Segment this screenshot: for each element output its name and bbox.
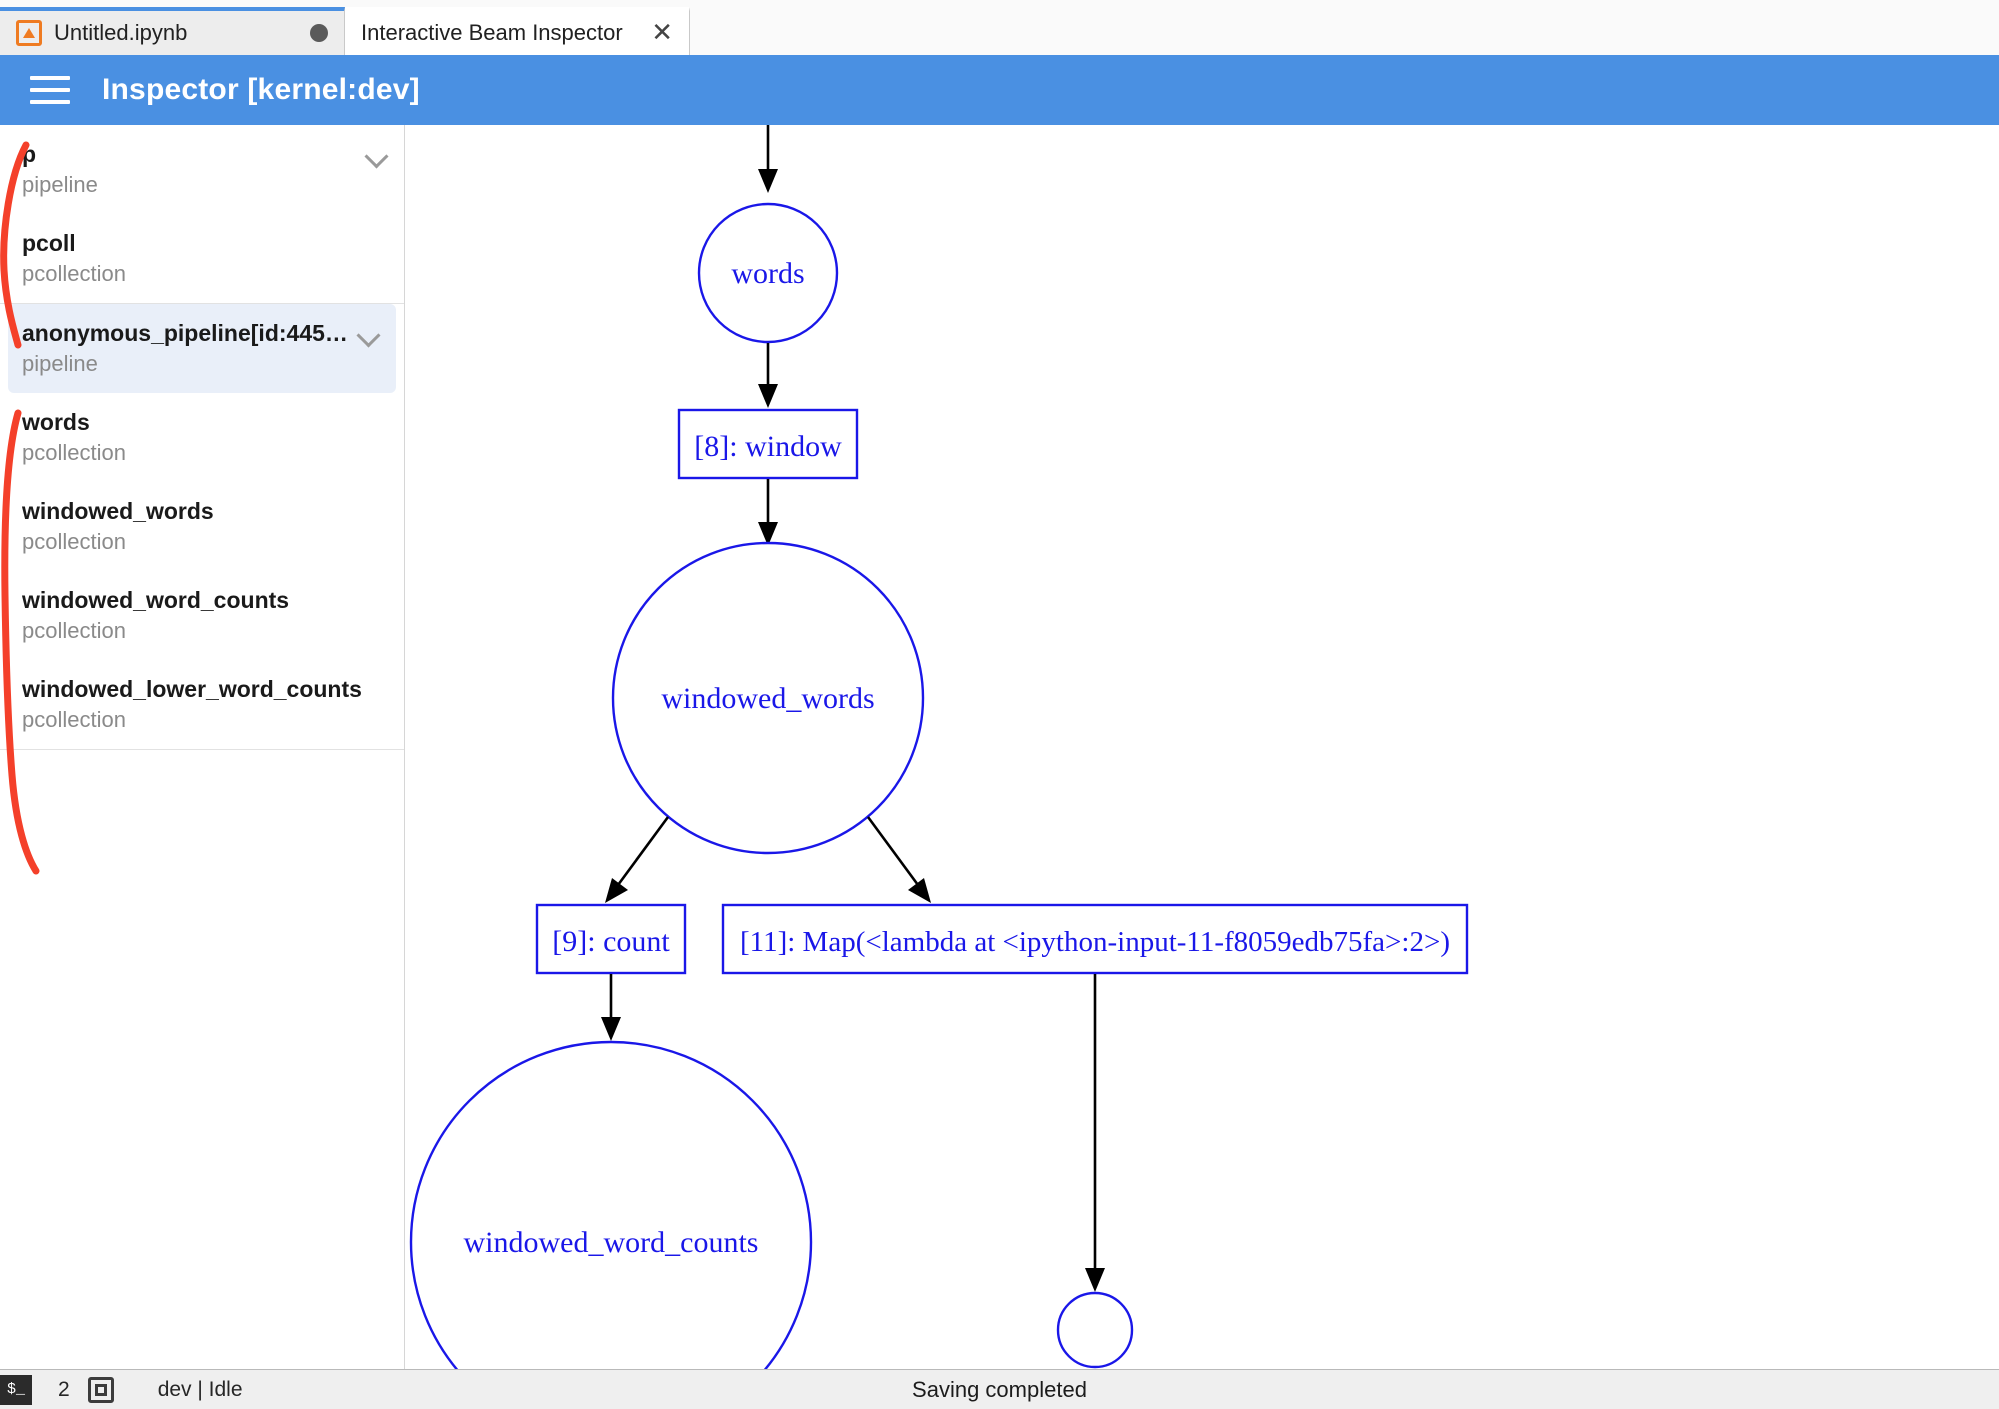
sidebar-item-label: words <box>22 409 90 435</box>
sidebar-item-type: pcollection <box>22 529 126 554</box>
graph-node-label: words <box>731 257 804 290</box>
graph-node-unnamed <box>1056 1291 1134 1369</box>
inspectables-sidebar[interactable]: p pipeline pcoll pcollection anonymous_p… <box>0 125 405 1370</box>
sidebar-item-windowed-lower-word-counts[interactable]: windowed_lower_word_counts pcollection <box>0 660 404 749</box>
graph-edge-windowed-words-count <box>605 816 670 903</box>
graph-node-map: [11]: Map(<lambda at <ipython-input-11-f… <box>721 903 1469 975</box>
sidebar-item-label: anonymous_pipeline[id:44516… <box>22 320 348 346</box>
graph-node-label: windowed_word_counts <box>464 1226 759 1259</box>
pipeline-graph-panel[interactable]: words [8]: window windowed_words <box>406 125 1999 1370</box>
sidebar-group-p: p pipeline pcoll pcollection <box>0 125 404 304</box>
cpu-chip-icon[interactable] <box>87 1376 114 1403</box>
graph-edge-windowed-words-map <box>866 816 931 903</box>
sidebar-item-anonymous-pipeline[interactable]: anonymous_pipeline[id:44516… pipeline <box>8 304 396 393</box>
sidebar-item-label: windowed_words <box>22 498 214 524</box>
sidebar-item-type: pcollection <box>22 707 126 732</box>
sidebar-item-words[interactable]: words pcollection <box>0 393 404 482</box>
sidebar-item-windowed-words[interactable]: windowed_words pcollection <box>0 482 404 571</box>
page-title: Inspector [kernel:dev] <box>102 73 420 106</box>
graph-edge-words-window <box>758 343 778 408</box>
terminal-count: 2 <box>58 1377 70 1401</box>
tab-untitled-ipynb[interactable]: Untitled.ipynb <box>0 7 345 55</box>
sidebar-item-type: pipeline <box>22 351 98 376</box>
sidebar-item-p[interactable]: p pipeline <box>0 125 404 214</box>
graph-edge-count-windowed-word-counts <box>601 974 621 1041</box>
graph-edge-map-unnamed <box>1085 974 1105 1292</box>
close-icon[interactable]: ✕ <box>651 18 673 48</box>
sidebar-item-label: p <box>22 141 37 167</box>
chevron-down-icon[interactable] <box>356 321 382 347</box>
terminal-icon[interactable]: $_ <box>0 1374 32 1405</box>
status-message: Saving completed <box>912 1376 1087 1402</box>
status-bar-left: $_ 2 dev | Idle <box>0 1374 243 1405</box>
sidebar-group-anonymous-pipeline: anonymous_pipeline[id:44516… pipeline wo… <box>0 304 404 750</box>
hamburger-icon[interactable] <box>30 76 70 104</box>
status-bar: $_ 2 dev | Idle Saving completed <box>0 1369 1999 1409</box>
unsaved-dot-icon[interactable] <box>310 24 328 42</box>
sidebar-item-type: pcollection <box>22 618 126 643</box>
graph-node-windowed-words: windowed_words <box>611 541 925 855</box>
tab-interactive-beam-inspector[interactable]: Interactive Beam Inspector ✕ <box>345 7 690 55</box>
notebook-icon <box>16 20 42 46</box>
inspector-header: Inspector [kernel:dev] <box>0 55 1999 125</box>
tab-label: Untitled.ipynb <box>54 20 188 45</box>
graph-node-label: [9]: count <box>552 925 670 958</box>
graph-node-words: words <box>697 202 839 344</box>
graph-node-window: [8]: window <box>677 408 859 480</box>
graph-node-count: [9]: count <box>535 903 687 975</box>
graph-node-label: [11]: Map(<lambda at <ipython-input-11-f… <box>740 926 1450 958</box>
sidebar-item-label: windowed_lower_word_counts <box>22 676 362 702</box>
sidebar-item-windowed-word-counts[interactable]: windowed_word_counts pcollection <box>0 571 404 660</box>
sidebar-item-label: pcoll <box>22 230 76 256</box>
tab-label: Interactive Beam Inspector <box>361 20 623 45</box>
graph-node-label: windowed_words <box>661 682 874 715</box>
kernel-status[interactable]: dev | Idle <box>157 1377 243 1401</box>
chevron-down-icon[interactable] <box>364 142 390 168</box>
graph-edge-top-words <box>758 125 778 193</box>
graph-node-label: [8]: window <box>694 430 842 463</box>
sidebar-item-pcoll[interactable]: pcoll pcollection <box>0 214 404 303</box>
sidebar-item-label: windowed_word_counts <box>22 587 290 613</box>
sidebar-item-type: pcollection <box>22 440 126 465</box>
sidebar-item-type: pcollection <box>22 261 126 286</box>
sidebar-item-type: pipeline <box>22 172 98 197</box>
tab-bar: Untitled.ipynb Interactive Beam Inspecto… <box>0 0 1999 56</box>
graph-node-windowed-word-counts: windowed_word_counts <box>409 1040 813 1370</box>
graph-edge-window-windowed-words <box>758 479 778 546</box>
